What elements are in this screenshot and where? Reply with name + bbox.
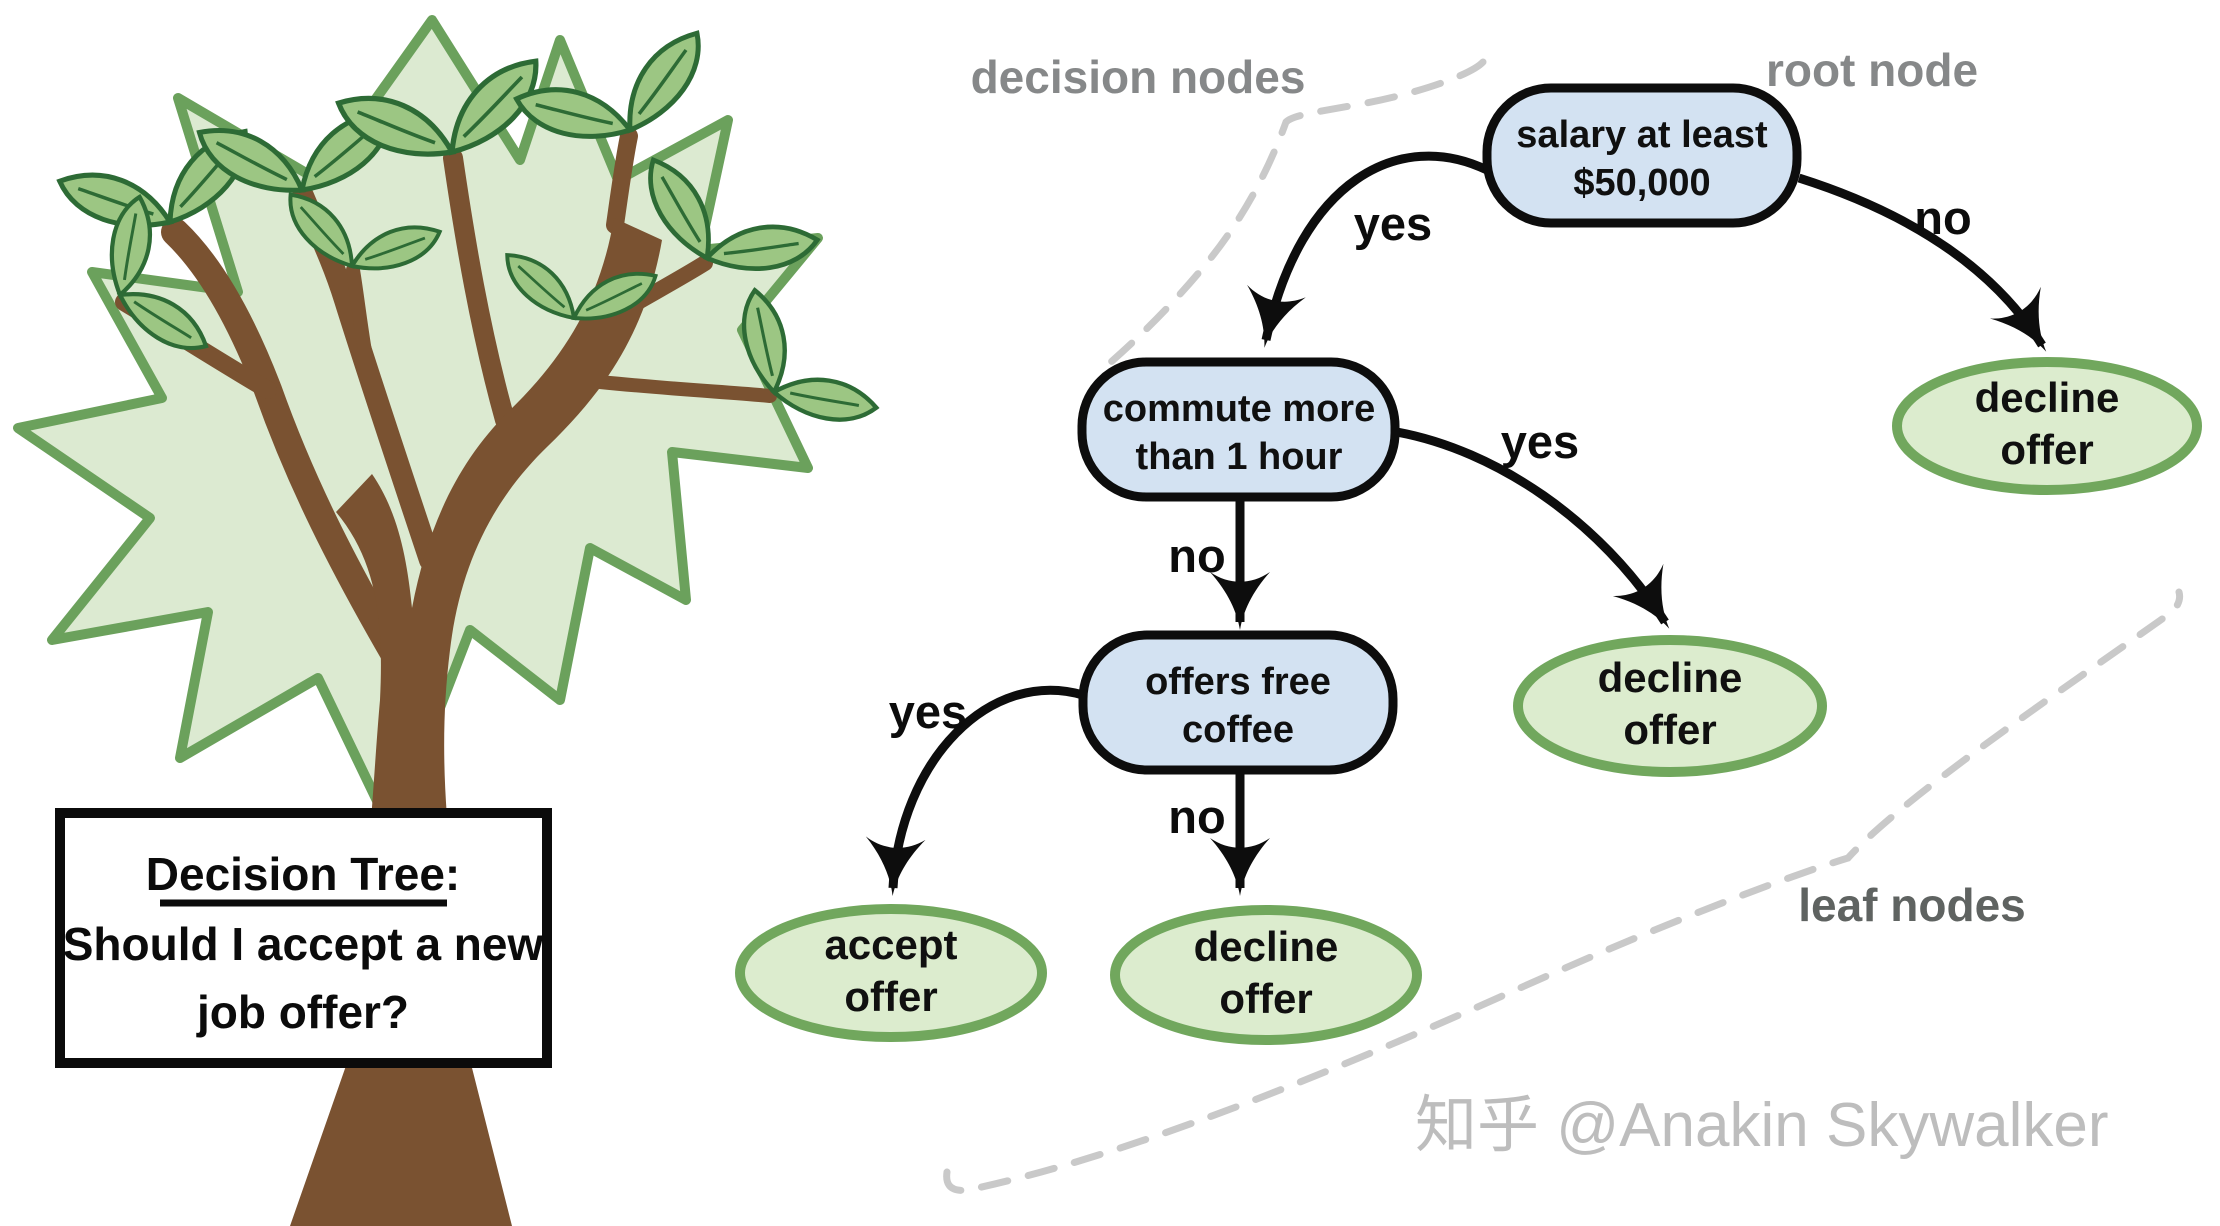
edge-label-no-root: no [1914,191,1971,244]
edge-root-yes [1247,151,1489,348]
sign-title-line1: Decision Tree: [146,848,460,900]
node-root-line1: salary at least [1516,114,1768,156]
node-decline-right: decline offer [1892,357,2202,495]
node-decline-bottom-line1: decline [1194,923,1339,970]
edge-coffee-yes [865,685,1085,896]
edge-label-yes-root: yes [1354,197,1432,250]
node-coffee-line1: offers free [1145,661,1331,703]
edge-label-no-commute: no [1168,529,1225,582]
node-decline-right-line2: offer [2000,426,2093,473]
edge-label-no-coffee: no [1168,790,1225,843]
zhihu-watermark: 知乎 @Anakin Skywalker [1415,1091,2108,1160]
node-decline-mid: decline offer [1513,635,1827,777]
node-commute: commute more than 1 hour [1077,357,1400,502]
edge-label-yes-coffee: yes [889,685,967,738]
leaf-nodes-dashed-curve [943,588,2184,1194]
node-root-line2: $50,000 [1573,162,1710,204]
decision-nodes-label: decision nodes [971,51,1306,103]
node-decline-bottom: decline offer [1110,905,1422,1045]
node-decline-right-line1: decline [1975,374,2120,421]
edge-root-no [1797,173,2047,352]
edge-commute-yes [1396,427,1670,629]
sign-title-line3: job offer? [196,986,409,1038]
decision-nodes-dashed-curve [1100,58,1487,372]
edge-label-yes-commute: yes [1501,415,1579,468]
root-node-label: root node [1766,44,1978,96]
node-decline-mid-line1: decline [1598,654,1743,701]
flowchart-edges [865,151,2047,896]
node-accept-line2: offer [844,973,937,1020]
node-coffee-line2: coffee [1182,709,1294,751]
node-accept-line1: accept [824,921,957,968]
node-accept: accept offer [735,904,1047,1042]
node-commute-line2: than 1 hour [1136,436,1343,478]
node-decline-mid-line2: offer [1623,706,1716,753]
node-commute-line1: commute more [1103,388,1375,430]
node-decline-bottom-line2: offer [1219,975,1312,1022]
sign-title-line2: Should I accept a new [63,918,544,970]
node-coffee: offers free coffee [1078,630,1398,775]
leaf-nodes-label: leaf nodes [1798,879,2026,931]
node-root: salary at least $50,000 [1482,83,1802,228]
title-sign: Decision Tree: Should I accept a new job… [55,808,552,1068]
